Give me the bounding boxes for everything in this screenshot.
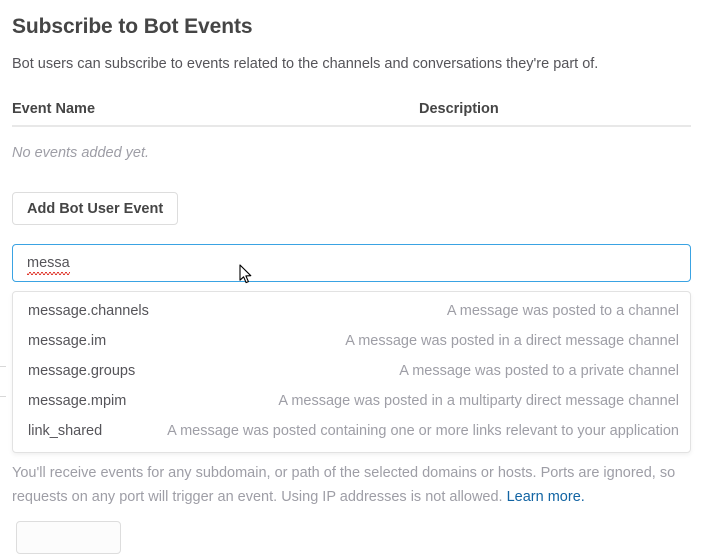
- event-search-input-value: messa: [27, 255, 70, 275]
- dropdown-item-message-channels[interactable]: message.channels A message was posted to…: [13, 296, 690, 326]
- bot-events-page: Subscribe to Bot Events Bot users can su…: [0, 15, 691, 554]
- dropdown-item-name: message.im: [28, 333, 107, 349]
- add-bot-user-event-button[interactable]: Add Bot User Event: [12, 192, 179, 225]
- event-search-input[interactable]: messa: [12, 244, 691, 282]
- dropdown-item-message-mpim[interactable]: message.mpim A message was posted in a m…: [13, 386, 690, 416]
- help-text-body: You'll receive events for any subdomain,…: [12, 465, 676, 505]
- empty-state-message: No events added yet.: [12, 145, 150, 161]
- dropdown-item-description: A message was posted in a multiparty dir…: [278, 393, 679, 409]
- dropdown-item-name: message.channels: [28, 303, 149, 319]
- table-header-divider: [12, 125, 691, 127]
- dropdown-item-link-shared[interactable]: link_shared A message was posted contain…: [13, 416, 690, 446]
- obscured-row-marker: [0, 366, 6, 367]
- dropdown-item-message-im[interactable]: message.im A message was posted in a dir…: [13, 326, 690, 356]
- dropdown-item-message-groups[interactable]: message.groups A message was posted to a…: [13, 356, 690, 386]
- events-table: Event Name Description No events added y…: [12, 101, 691, 163]
- obscured-row-marker: [0, 396, 6, 397]
- dropdown-item-name: message.groups: [28, 363, 136, 379]
- event-search-field-wrapper: messa: [12, 244, 691, 282]
- dropdown-item-description: A message was posted containing one or m…: [167, 423, 679, 439]
- page-subtitle: Bot users can subscribe to events relate…: [12, 56, 599, 72]
- learn-more-link[interactable]: Learn more.: [506, 489, 585, 505]
- dropdown-item-name: link_shared: [28, 423, 103, 439]
- event-suggestions-dropdown[interactable]: message.channels A message was posted to…: [12, 291, 691, 453]
- dropdown-item-description: A message was posted to a private channe…: [399, 363, 679, 379]
- column-header-event-name: Event Name: [12, 101, 96, 117]
- column-header-description: Description: [419, 101, 499, 117]
- dropdown-item-name: message.mpim: [28, 393, 127, 409]
- dropdown-item-description: A message was posted to a channel: [446, 303, 679, 319]
- page-title: Subscribe to Bot Events: [12, 15, 253, 38]
- dropdown-item-description: A message was posted in a direct message…: [345, 333, 679, 349]
- table-header-row: Event Name Description: [12, 101, 691, 125]
- help-text: You'll receive events for any subdomain,…: [12, 461, 691, 509]
- bottom-partial-button[interactable]: [16, 521, 121, 554]
